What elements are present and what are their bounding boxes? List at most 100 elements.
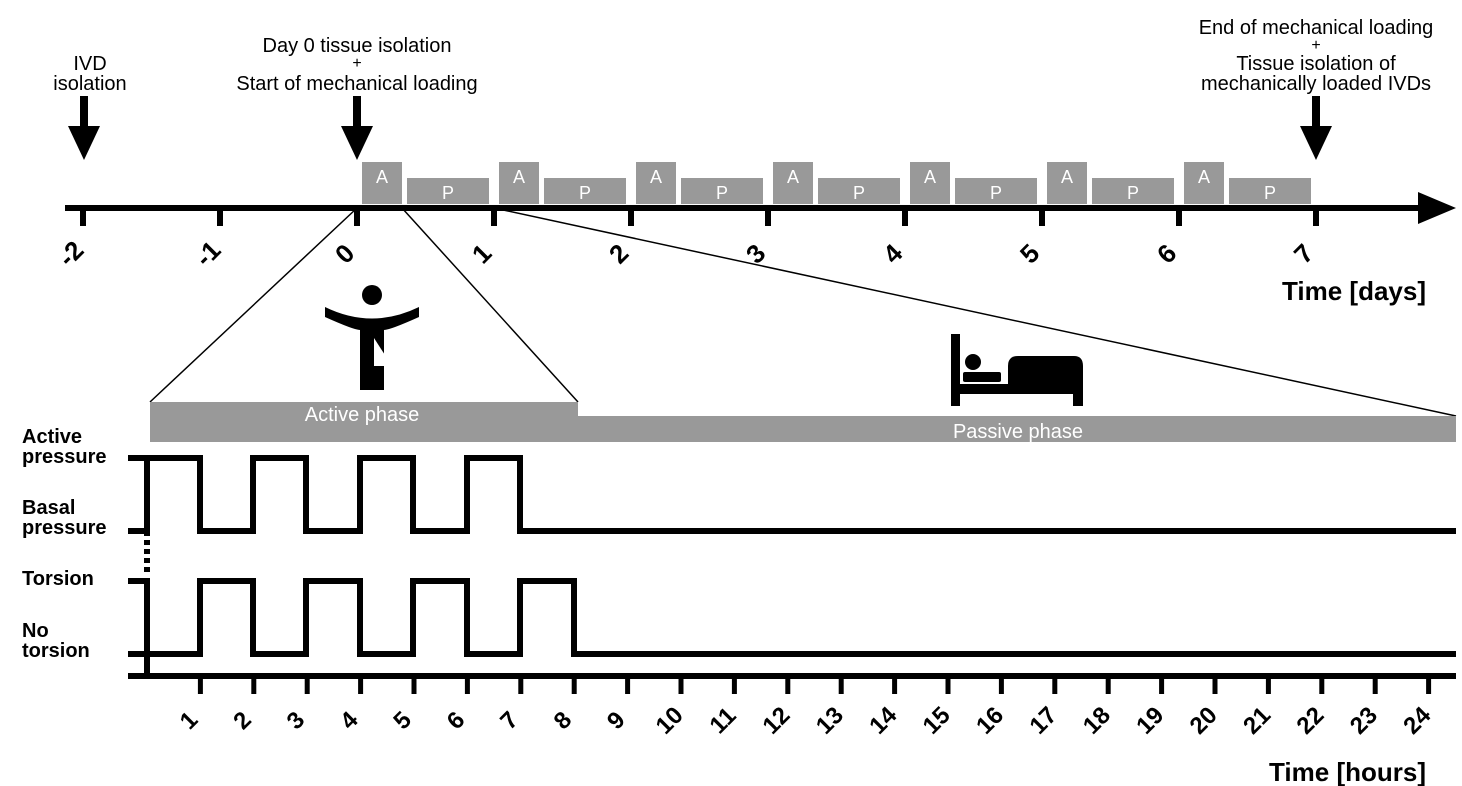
hour-tick-label: 19 [1131,702,1169,740]
hours-axis-title: Time [hours] [1269,757,1426,786]
active-block-label: A [650,167,662,187]
hour-tick-label: 15 [918,702,956,740]
end-annotation: End of mechanical loading + Tissue isola… [1199,17,1434,160]
exercise-person-icon [325,285,419,390]
day-tick-label: 6 [1151,238,1182,269]
passive-block [681,178,763,204]
passive-block-label: P [853,183,865,203]
end-line-3: Tissue isolation of [1236,53,1396,75]
hour-tick-label: 14 [864,701,902,739]
hour-tick-label: 10 [651,702,689,740]
passive-block [544,178,626,204]
passive-block [1229,178,1311,204]
day-tick-label: 5 [1014,238,1045,269]
passive-block-label: P [1264,183,1276,203]
active-pressure-label-1: Active [22,426,82,448]
ivd-isolation-line-2: isolation [53,73,126,95]
hour-tick-label: 11 [705,702,742,739]
basal-pressure-label-1: Basal [22,497,75,519]
passive-block-label: P [990,183,1002,203]
hour-tick-label: 18 [1078,702,1116,740]
day-tick-label: 4 [877,238,909,270]
hour-tick-label: 6 [442,706,471,735]
hour-tick-label: 23 [1345,702,1383,740]
day-tick-label: 2 [603,238,634,269]
passive-block-label: P [716,183,728,203]
day0-line-1: Day 0 tissue isolation [263,35,452,57]
day-tick-label: 7 [1288,238,1319,269]
hour-tick-label: 4 [335,706,364,735]
day-tick-label: 0 [329,238,360,269]
zoom-line-active [401,207,579,403]
hour-tick-label: 1 [175,706,204,735]
hour-tick-label: 2 [228,706,257,735]
passive-block [1092,178,1174,204]
active-block-label: A [1198,167,1210,187]
end-line-2: + [1311,37,1320,54]
active-block-label: A [924,167,936,187]
torsion-waveform [147,578,1456,657]
active-block [362,162,402,204]
hour-tick-label: 12 [758,702,796,740]
active-block [1184,162,1224,204]
passive-block [955,178,1037,204]
level-labels: Active pressure Basal pressure Torsion N… [22,426,107,662]
zoom-line-right [493,207,1457,417]
day-tick-label: -2 [52,235,90,273]
day-tick-label: 1 [466,238,497,269]
passive-block-label: P [442,183,454,203]
active-block [910,162,950,204]
end-line-1: End of mechanical loading [1199,17,1434,39]
hour-tick-label: 24 [1398,701,1436,739]
hour-tick-label: 20 [1185,702,1223,740]
no-torsion-label-2: torsion [22,640,90,662]
ivd-isolation-annotation: IVD isolation [53,53,127,160]
hour-tick-label: 7 [495,706,524,735]
passive-phase-label: Passive phase [953,421,1083,443]
hour-tick-label: 21 [1238,702,1276,740]
day0-line-3: Start of mechanical loading [236,73,477,95]
passive-block-label: P [579,183,591,203]
day0-annotation: Day 0 tissue isolation + Start of mechan… [236,35,478,160]
zoom-line-left [149,207,358,403]
active-block-label: A [513,167,525,187]
days-axis-arrowhead [1418,192,1456,224]
active-block-label: A [376,167,388,187]
hour-tick-label: 16 [971,702,1009,740]
arrow-down-icon [341,96,373,160]
no-torsion-label-1: No [22,620,49,642]
end-line-4: mechanically loaded IVDs [1201,73,1431,95]
active-block [773,162,813,204]
passive-phase-bar [578,416,1456,442]
hour-tick-label: 13 [811,702,849,740]
hour-tick-label: 5 [388,706,417,735]
active-block [1047,162,1087,204]
active-phase-bar [150,402,578,442]
day0-line-2: + [352,55,361,72]
days-axis-title: Time [days] [1282,276,1426,306]
hour-tick-label: 22 [1292,702,1330,740]
arrow-down-icon [1300,96,1332,160]
arrow-down-icon [68,96,100,160]
ivd-isolation-line-1: IVD [73,53,106,75]
day-tick-label: -1 [189,235,227,273]
active-block-label: A [787,167,799,187]
active-phase-label: Active phase [305,404,420,426]
active-block-label: A [1061,167,1073,187]
basal-pressure-label-2: pressure [22,517,107,539]
passive-block [818,178,900,204]
passive-block [407,178,489,204]
hour-tick-label: 8 [549,706,578,735]
hour-tick-label: 3 [282,706,311,735]
passive-block-label: P [1127,183,1139,203]
active-block [499,162,539,204]
waveforms [128,455,1456,676]
torsion-label: Torsion [22,568,94,590]
hour-tick-label: 9 [602,706,631,735]
